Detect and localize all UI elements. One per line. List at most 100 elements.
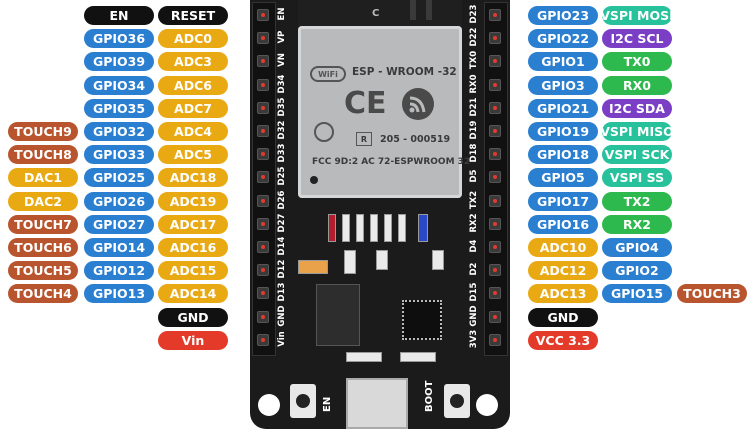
smd-2 (356, 214, 364, 242)
left-gpio-label: GPIO13 (84, 284, 154, 304)
left-aux-label: TOUCH7 (8, 214, 78, 234)
module-model: ESP - WROOM -32 (352, 66, 457, 78)
right-function-label: VSPI MOSI (600, 6, 674, 25)
left-adc-label: ADC5 (158, 145, 228, 165)
left-gpio-label: GPIO34 (84, 75, 154, 95)
right-function-label: TX0 (602, 52, 672, 72)
right-header-pin (489, 9, 501, 21)
left-gpio-label: GPIO32 (84, 122, 154, 141)
right-aux-label: TOUCH3 (677, 284, 747, 304)
right-pin-label: D19 (469, 120, 479, 140)
smd-blue (418, 214, 428, 242)
right-header-pin (489, 55, 501, 68)
right-function-label: I2C SDA (602, 98, 672, 118)
left-header-pin (257, 310, 269, 323)
right-function-label: VSPI SS (602, 168, 672, 188)
left-pin-label: D27 (277, 213, 287, 233)
left-header-pin (257, 264, 269, 277)
smd-6 (344, 250, 356, 274)
right-primary-label: GPIO18 (528, 145, 598, 165)
smd-7 (376, 250, 388, 270)
left-gpio-label: GPIO12 (84, 261, 154, 281)
left-adc-label: ADC7 (158, 98, 228, 118)
left-adc-label: ADC15 (158, 261, 228, 281)
right-function-label: TX2 (602, 191, 672, 211)
left-adc-label: ADC3 (158, 52, 228, 72)
right-primary-label: GPIO17 (528, 191, 598, 211)
smd-orange (298, 260, 328, 274)
left-gpio-label: GPIO27 (84, 214, 154, 234)
right-function-label: VSPI MISO (600, 122, 674, 141)
left-gpio-label: GPIO14 (84, 238, 154, 257)
left-header-pin (257, 125, 269, 137)
cert-logo-icon (314, 122, 334, 142)
wroom-module (298, 26, 462, 198)
right-header-pin (489, 287, 501, 300)
smd-4 (384, 214, 392, 242)
right-header-pin (489, 264, 501, 277)
wifi-logo-text: WiFi (318, 69, 338, 79)
left-adc-label: ADC18 (158, 168, 228, 188)
right-header-pin (489, 78, 501, 91)
right-primary-label: ADC12 (528, 261, 598, 281)
smd-10 (400, 352, 436, 362)
left-adc-label: ADC4 (158, 122, 228, 141)
left-pin-label: D26 (277, 190, 287, 210)
left-header-pin (257, 78, 269, 91)
right-primary-label: GPIO1 (528, 52, 598, 72)
left-pin-label: D12 (277, 259, 287, 279)
left-adc-label: ADC14 (158, 284, 228, 304)
left-pin-label: VN (277, 53, 287, 68)
right-header-pin (489, 148, 501, 161)
left-header-pin (257, 148, 269, 161)
right-function-label: I2C SCL (602, 29, 672, 49)
right-pin-label: D18 (469, 143, 479, 163)
right-function-label: VSPI SCK (602, 145, 672, 165)
boot-button[interactable] (444, 384, 470, 418)
en-button-cap (296, 394, 310, 408)
left-aux-label: TOUCH8 (8, 145, 78, 165)
smd-3 (370, 214, 378, 242)
right-primary-label: GPIO16 (528, 214, 598, 234)
left-power-label: GND (158, 307, 228, 327)
antenna-trace (410, 0, 416, 20)
left-header-pin (257, 32, 269, 45)
left-pin-label: D32 (277, 120, 287, 140)
mount-hole-bl (258, 394, 280, 416)
left-header-pin (257, 217, 269, 230)
right-pin-label: D4 (469, 239, 479, 253)
left-aux-label: TOUCH4 (8, 284, 78, 304)
right-power-label: GND (528, 307, 598, 327)
usb-port[interactable] (346, 378, 408, 429)
fcc-line: FCC 9D:2 AC 72-ESPWROOM 32 (312, 157, 471, 167)
right-primary-label: ADC10 (528, 238, 598, 257)
right-pin-label: 3V3 (469, 329, 479, 349)
left-header-pin (257, 55, 269, 68)
left-adc-label: ADC16 (158, 238, 228, 257)
en-button[interactable] (290, 384, 316, 418)
left-header-pin (257, 171, 269, 184)
right-function-label: GPIO2 (602, 261, 672, 281)
left-gpio-label: GPIO36 (84, 29, 154, 49)
right-pin-label: D15 (469, 282, 479, 302)
right-function-label: GPIO15 (602, 284, 672, 304)
left-gpio-label: GPIO26 (84, 191, 154, 211)
left-pin-label: GND (277, 305, 287, 327)
left-header-pin (257, 287, 269, 300)
smd-5 (398, 214, 406, 242)
boot-button-label: BOOT (424, 380, 435, 412)
left-aux-label: DAC2 (8, 191, 78, 211)
left-gpio-label: GPIO25 (84, 168, 154, 188)
r-mark: R (360, 134, 368, 144)
left-pin-label: D35 (277, 97, 287, 117)
right-pin-label: D22 (469, 27, 479, 47)
voltage-regulator (316, 284, 360, 346)
left-power-label: Vin (158, 330, 228, 350)
right-header-pin (489, 333, 501, 346)
right-pin-label: D23 (469, 4, 479, 24)
left-adc-label: ADC0 (158, 29, 228, 49)
wifi-logo: WiFi (310, 66, 346, 82)
right-primary-label: GPIO23 (528, 6, 598, 25)
right-power-label: VCC 3.3 (528, 330, 598, 350)
left-gpio-label: EN (84, 6, 154, 25)
